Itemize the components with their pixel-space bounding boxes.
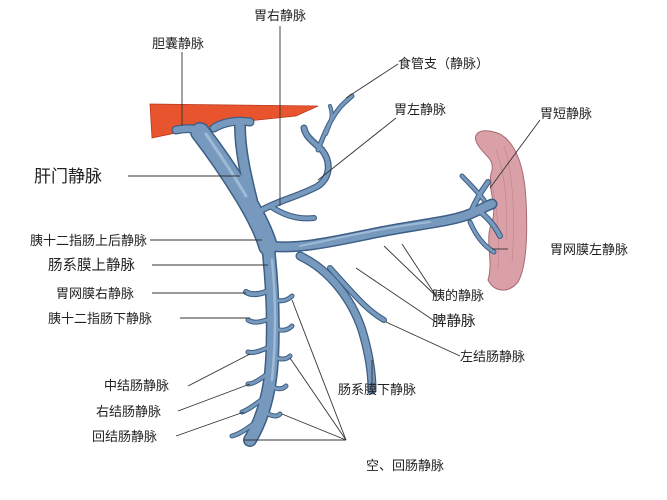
label-pancreatic-veins: 胰的静脉	[432, 288, 484, 304]
label-short-gastric-vein: 胃短静脉	[540, 107, 592, 122]
label-hepatic-portal-vein: 肝门静脉	[34, 167, 102, 187]
leader-lines	[128, 26, 541, 441]
label-jejunal-ileal-veins: 空、回肠静脉	[366, 459, 444, 474]
label-middle-colic-vein: 中结肠静脉	[104, 379, 169, 394]
label-post-sup-pancreaticoduodenal-vein: 胰十二指肠上后静脉	[30, 234, 147, 249]
hepatic-portal-vein-trunk	[191, 123, 277, 255]
left-gastroepiploic-vein	[468, 220, 496, 254]
vein-fills	[172, 94, 502, 446]
left-gastric-vein	[259, 125, 331, 213]
label-ileocolic-vein: 回结肠静脉	[92, 430, 157, 445]
label-left-gastroepiploic-vein: 胃网膜左静脉	[550, 243, 628, 258]
label-gallbladder-vein: 胆囊静脉	[152, 36, 204, 52]
short-gastric-vein	[460, 174, 486, 202]
label-right-gastric-vein: 胃右静脉	[254, 9, 306, 24]
label-right-gastroepiploic-vein: 胃网膜右静脉	[56, 287, 134, 302]
label-left-gastric-vein: 胃左静脉	[394, 103, 446, 118]
spleen-texture	[489, 145, 514, 271]
label-right-colic-vein: 右结肠静脉	[96, 405, 161, 420]
superior-mesenteric-vein	[244, 240, 279, 446]
esophageal-branch-vein	[316, 94, 354, 152]
label-splenic-vein: 脾静脉	[432, 313, 476, 330]
right-gastric-vein	[268, 204, 316, 221]
label-inferior-mesenteric-vein: 肠系膜下静脉	[338, 383, 416, 398]
label-inferior-pancreaticoduodenal-vein: 胰十二指肠下静脉	[48, 312, 152, 327]
left-colic-vein	[328, 266, 386, 322]
inferior-mesenteric-vein	[296, 252, 376, 394]
label-left-colic-vein: 左结肠静脉	[460, 350, 525, 365]
vein-highlights	[204, 132, 431, 382]
label-superior-mesenteric-vein: 肠系膜上静脉	[48, 257, 135, 274]
label-esophageal-branch: 食管支（静脉）	[398, 56, 489, 72]
